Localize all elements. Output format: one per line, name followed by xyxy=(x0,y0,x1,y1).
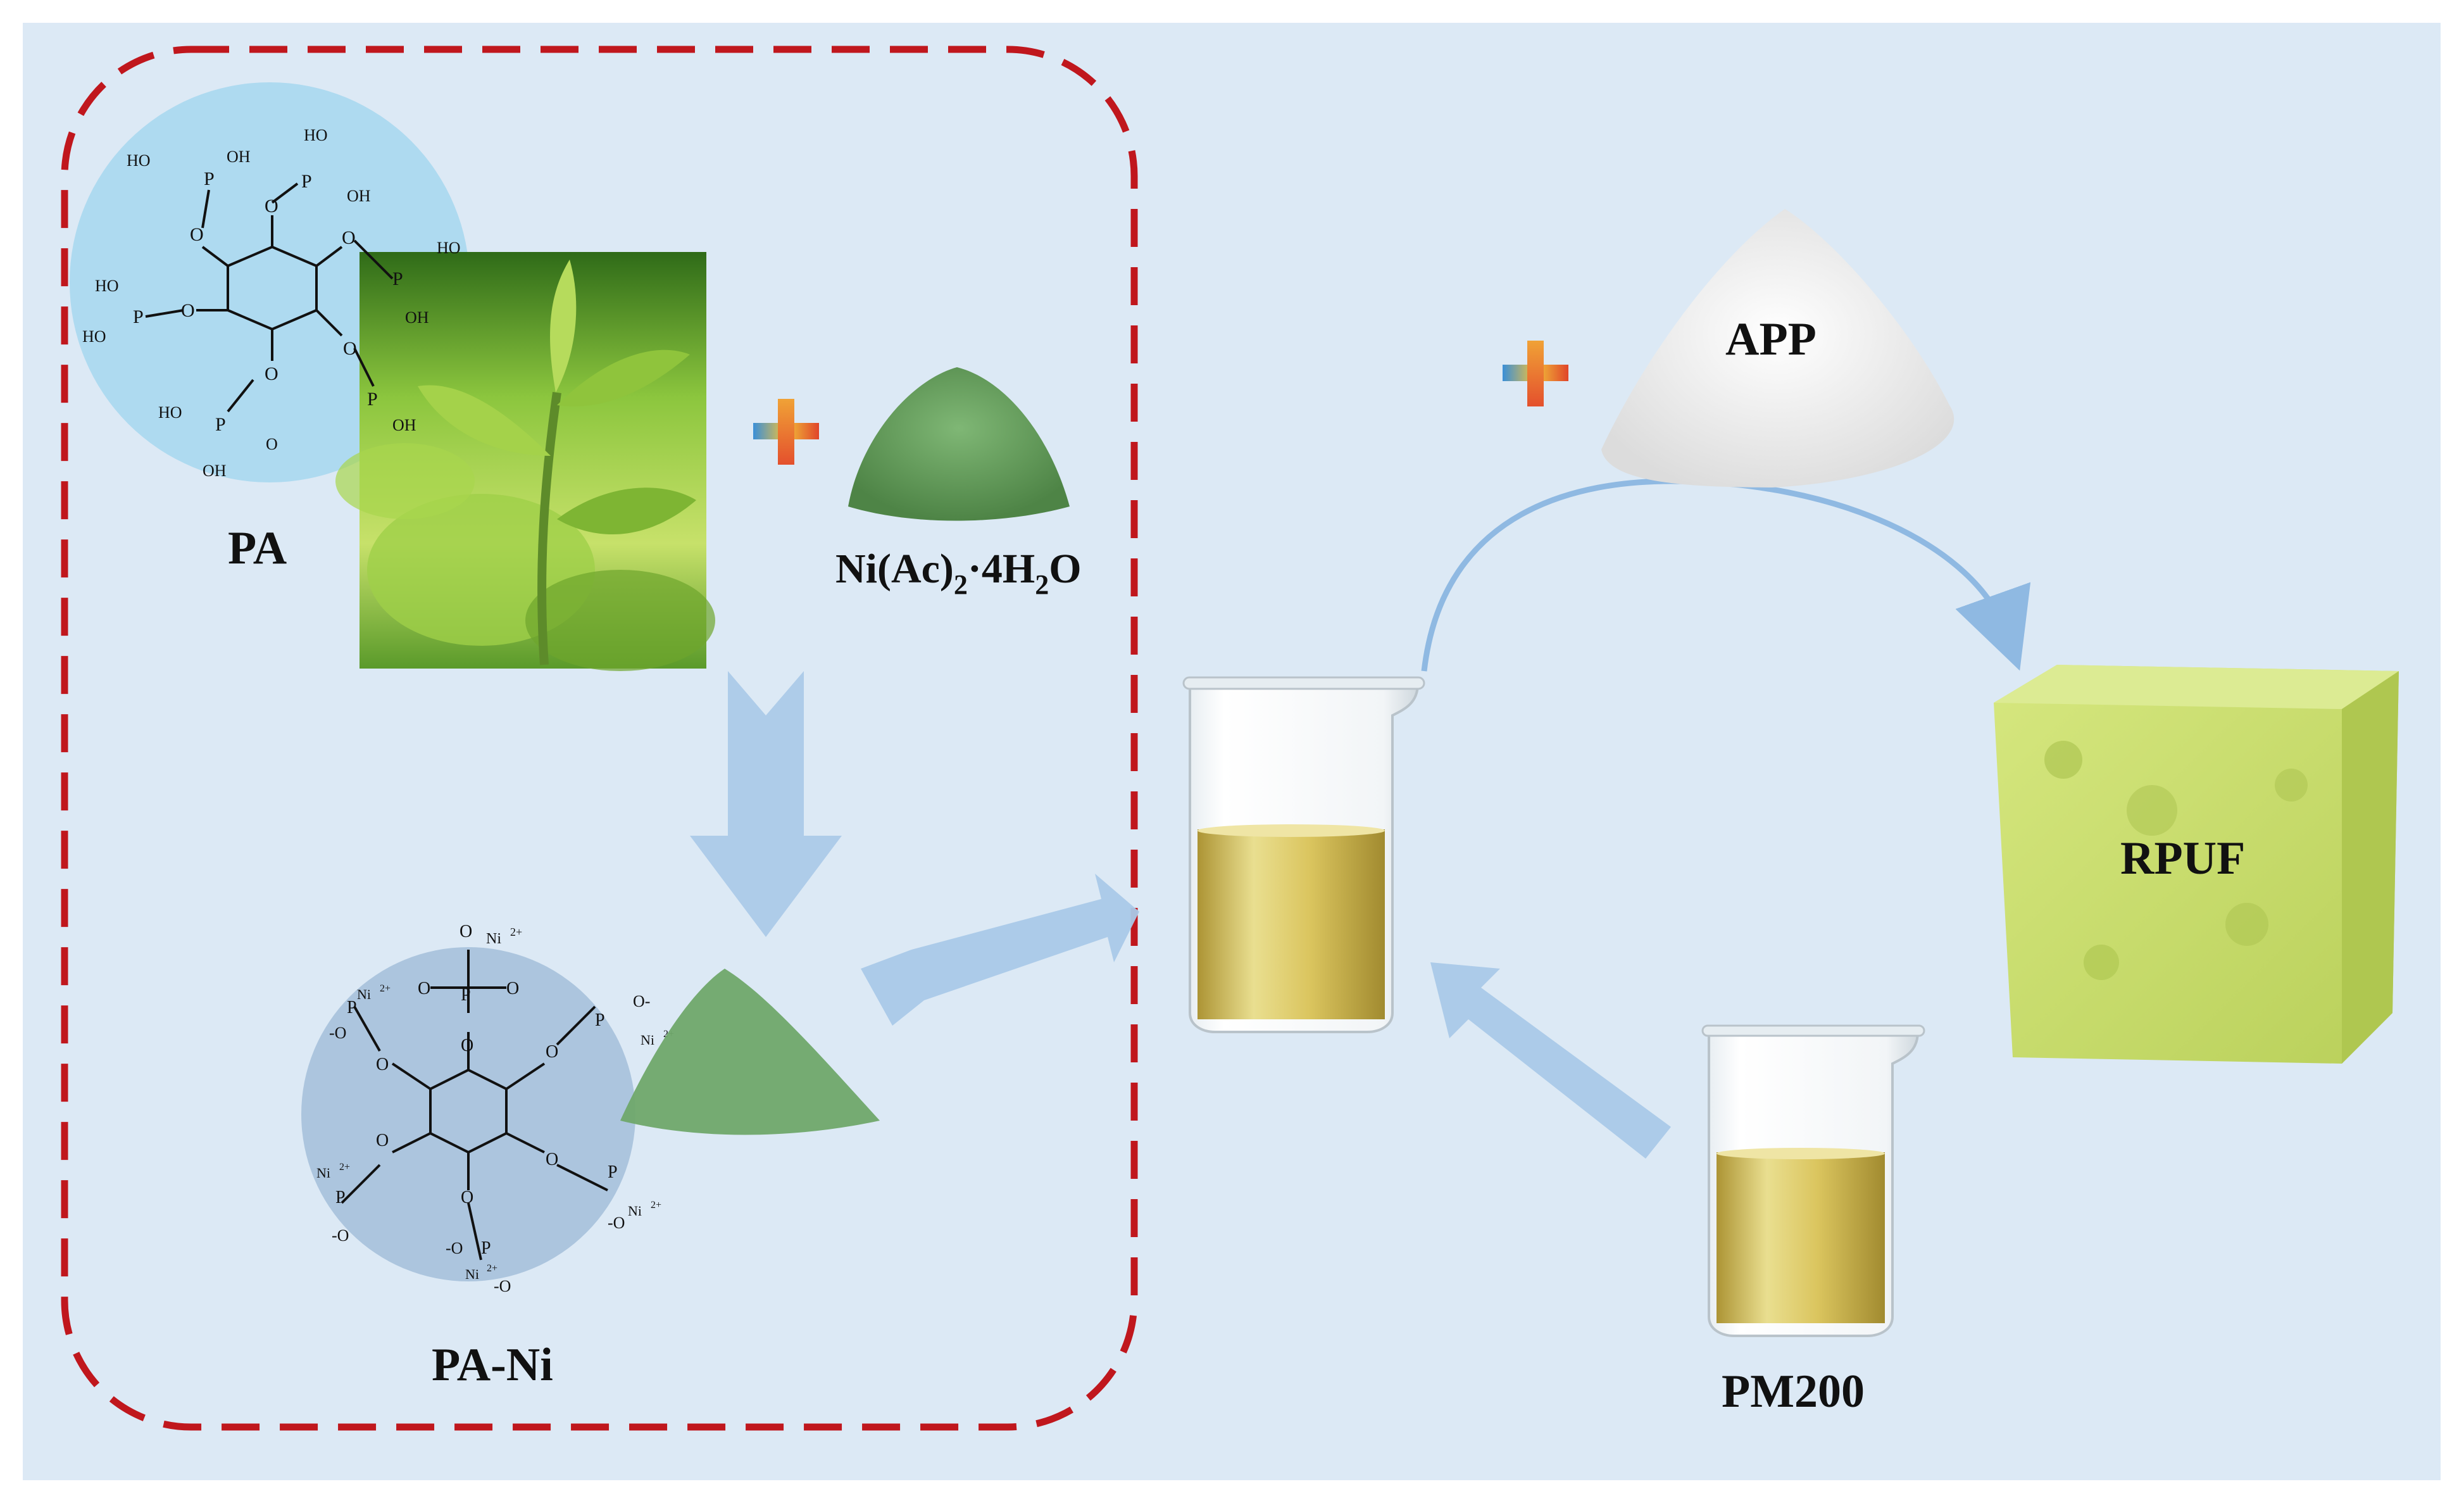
svg-text:Ni: Ni xyxy=(465,1266,479,1282)
svg-text:HO: HO xyxy=(95,277,119,295)
svg-text:P: P xyxy=(335,1188,346,1207)
svg-text:Ni: Ni xyxy=(628,1203,642,1219)
pm200-label: PM200 xyxy=(1722,1366,1865,1418)
svg-text:O: O xyxy=(460,922,472,941)
svg-text:HO: HO xyxy=(304,126,328,144)
svg-text:2+: 2+ xyxy=(487,1263,497,1274)
svg-text:2+: 2+ xyxy=(510,926,522,938)
pa-ni-label: PA-Ni xyxy=(432,1339,553,1391)
svg-text:P: P xyxy=(133,306,144,327)
svg-text:O: O xyxy=(265,363,278,384)
tea-leaf-image xyxy=(335,252,715,671)
svg-text:O: O xyxy=(461,1188,473,1207)
svg-text:O: O xyxy=(190,224,204,245)
pa-structure xyxy=(145,182,394,413)
svg-text:2+: 2+ xyxy=(380,983,391,994)
rpuf-foam-cube xyxy=(1994,665,2399,1064)
svg-text:HO: HO xyxy=(82,327,106,346)
svg-text:Ni: Ni xyxy=(357,986,371,1002)
svg-text:O: O xyxy=(546,1042,558,1062)
svg-text:HO: HO xyxy=(127,151,151,170)
svg-text:P: P xyxy=(215,414,226,435)
svg-text:P: P xyxy=(608,1162,618,1182)
plus-icon-2 xyxy=(1503,341,1568,406)
svg-text:O: O xyxy=(376,1131,389,1150)
svg-text:2+: 2+ xyxy=(339,1162,350,1173)
svg-text:Ni: Ni xyxy=(641,1032,654,1048)
pa-ni-circle xyxy=(301,947,635,1281)
svg-text:-O: -O xyxy=(332,1226,349,1245)
svg-text:OH: OH xyxy=(392,416,416,434)
svg-text:P: P xyxy=(461,985,471,1005)
svg-text:OH: OH xyxy=(203,462,227,480)
svg-text:-O: -O xyxy=(608,1214,625,1232)
svg-text:2+: 2+ xyxy=(651,1200,661,1211)
svg-text:Ni: Ni xyxy=(486,931,501,947)
svg-text:O: O xyxy=(266,435,278,453)
svg-text:-O: -O xyxy=(494,1277,511,1295)
pa-ni-structure-labels: O P O O O Ni 2+ O P O- O P -O Ni 2+ O P … xyxy=(316,922,674,1295)
arrow-to-beaker xyxy=(861,874,1139,1026)
arrow-from-pm200 xyxy=(1430,962,1671,1159)
nickel-acetate-powder xyxy=(848,367,1070,521)
svg-text:P: P xyxy=(367,389,378,410)
svg-text:O: O xyxy=(181,300,195,321)
app-powder xyxy=(1601,209,1954,487)
down-arrow xyxy=(690,671,842,937)
svg-text:O: O xyxy=(506,979,519,998)
pa-structure-labels: O O O O O O P P P P P P HO OH HO OH HO O… xyxy=(82,126,461,480)
pa-ni-powder xyxy=(620,969,880,1135)
app-label: APP xyxy=(1725,313,1817,365)
mixing-beaker xyxy=(1182,676,1425,1033)
nickel-acetate-label: Ni(Ac)2·4H2O xyxy=(835,546,1082,600)
svg-text:P: P xyxy=(481,1238,491,1258)
svg-text:P: P xyxy=(204,168,215,189)
svg-text:HO: HO xyxy=(158,403,182,422)
pa-ni-structure xyxy=(341,950,608,1261)
svg-text:O-: O- xyxy=(633,992,650,1010)
svg-text:O: O xyxy=(461,1036,473,1055)
svg-text:OH: OH xyxy=(227,148,251,166)
svg-text:O: O xyxy=(343,338,357,359)
svg-text:O: O xyxy=(265,196,278,217)
svg-text:P: P xyxy=(392,268,403,289)
svg-text:P: P xyxy=(301,171,312,192)
svg-text:P: P xyxy=(347,998,357,1017)
svg-text:O: O xyxy=(418,979,430,998)
svg-text:O: O xyxy=(376,1055,389,1074)
pa-ni-synthesis-box xyxy=(61,46,1138,1431)
svg-text:-O: -O xyxy=(446,1239,463,1257)
svg-text:P: P xyxy=(595,1010,605,1030)
svg-text:Ni: Ni xyxy=(316,1165,330,1181)
svg-text:O: O xyxy=(342,227,356,248)
svg-text:HO: HO xyxy=(437,239,461,257)
svg-text:OH: OH xyxy=(347,187,371,205)
rpuf-label: RPUF xyxy=(2120,833,2245,884)
pa-label: PA xyxy=(228,522,287,574)
svg-text:-O: -O xyxy=(329,1024,346,1042)
svg-text:OH: OH xyxy=(405,308,429,327)
svg-text:O: O xyxy=(546,1150,558,1169)
pm200-beaker xyxy=(1701,1024,1925,1337)
plus-icon xyxy=(753,399,819,465)
